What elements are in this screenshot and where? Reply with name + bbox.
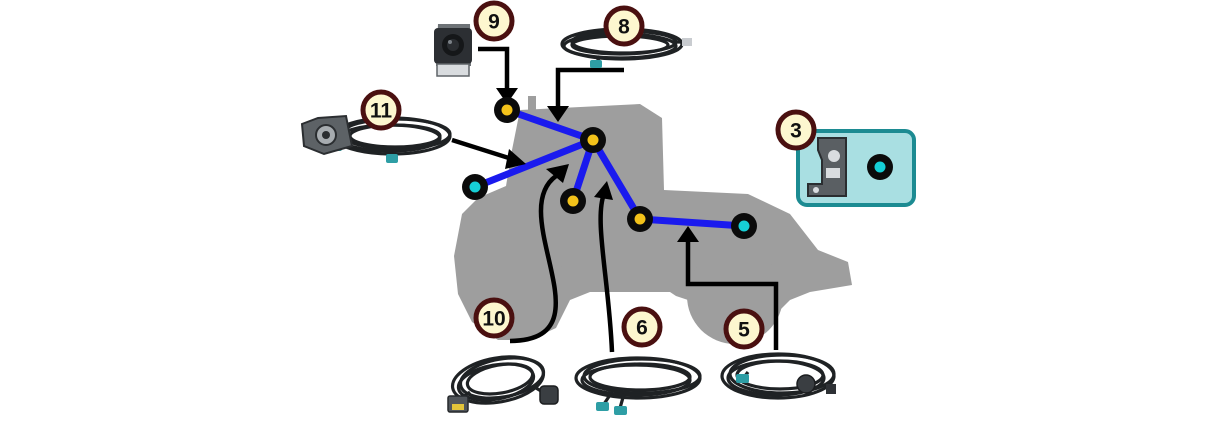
arrowhead-5 (677, 226, 699, 242)
camera-icon (434, 24, 472, 77)
harness-segment-hub-to-left (471, 136, 597, 191)
node-hub (580, 127, 606, 153)
arrow-heads (496, 88, 699, 242)
badge-5: 5 (723, 308, 765, 350)
badge-8: 8 (603, 5, 645, 47)
badge-label: 11 (370, 100, 393, 123)
inset-node (867, 154, 893, 180)
node-left (462, 174, 488, 200)
badge-6: 6 (621, 306, 663, 348)
badge-11: 11 (360, 89, 402, 131)
coiled-cable-twin-connector-icon (574, 356, 702, 415)
arrow-from-6 (598, 193, 615, 353)
coiled-cable-with-socket-icon-5 (720, 352, 836, 400)
badge-9: 9 (473, 0, 515, 42)
arrow-from-10 (509, 174, 558, 344)
arrowhead-11 (505, 149, 526, 169)
component-pictures (300, 24, 836, 415)
badge-3: 3 (775, 109, 817, 151)
arrow-from-5 (685, 240, 779, 350)
connection-arrows (451, 46, 779, 353)
arrowhead-8 (547, 106, 569, 122)
bracket-inset-box (796, 129, 916, 207)
component-badges: 9 8 11 3 10 6 5 (360, 0, 817, 350)
arrow-from-8 (555, 67, 624, 108)
node-right-junction (627, 206, 653, 232)
badge-label: 5 (738, 319, 750, 342)
badge-label: 9 (488, 11, 500, 34)
node-center (560, 188, 586, 214)
badge-label: 10 (482, 308, 505, 331)
coiled-cable-icon (560, 27, 692, 68)
arrowhead-9 (496, 88, 518, 104)
node-right-end (731, 213, 757, 239)
badge-label: 8 (618, 16, 630, 39)
arrow-from-11 (451, 137, 513, 162)
arrowhead-10 (546, 164, 569, 183)
badge-10: 10 (473, 297, 515, 339)
harness-segment-9-to-hub (503, 106, 597, 144)
node-9 (494, 97, 520, 123)
coiled-cable-with-socket-icon-11 (300, 114, 452, 163)
connection-nodes (462, 97, 757, 239)
badge-label: 3 (790, 120, 802, 143)
badge-label: 6 (636, 317, 648, 340)
arrowhead-6 (594, 181, 613, 200)
coiled-cable-with-plug-icon (447, 355, 559, 413)
arrow-from-9 (478, 46, 510, 90)
mounting-bracket-icon (807, 137, 847, 197)
